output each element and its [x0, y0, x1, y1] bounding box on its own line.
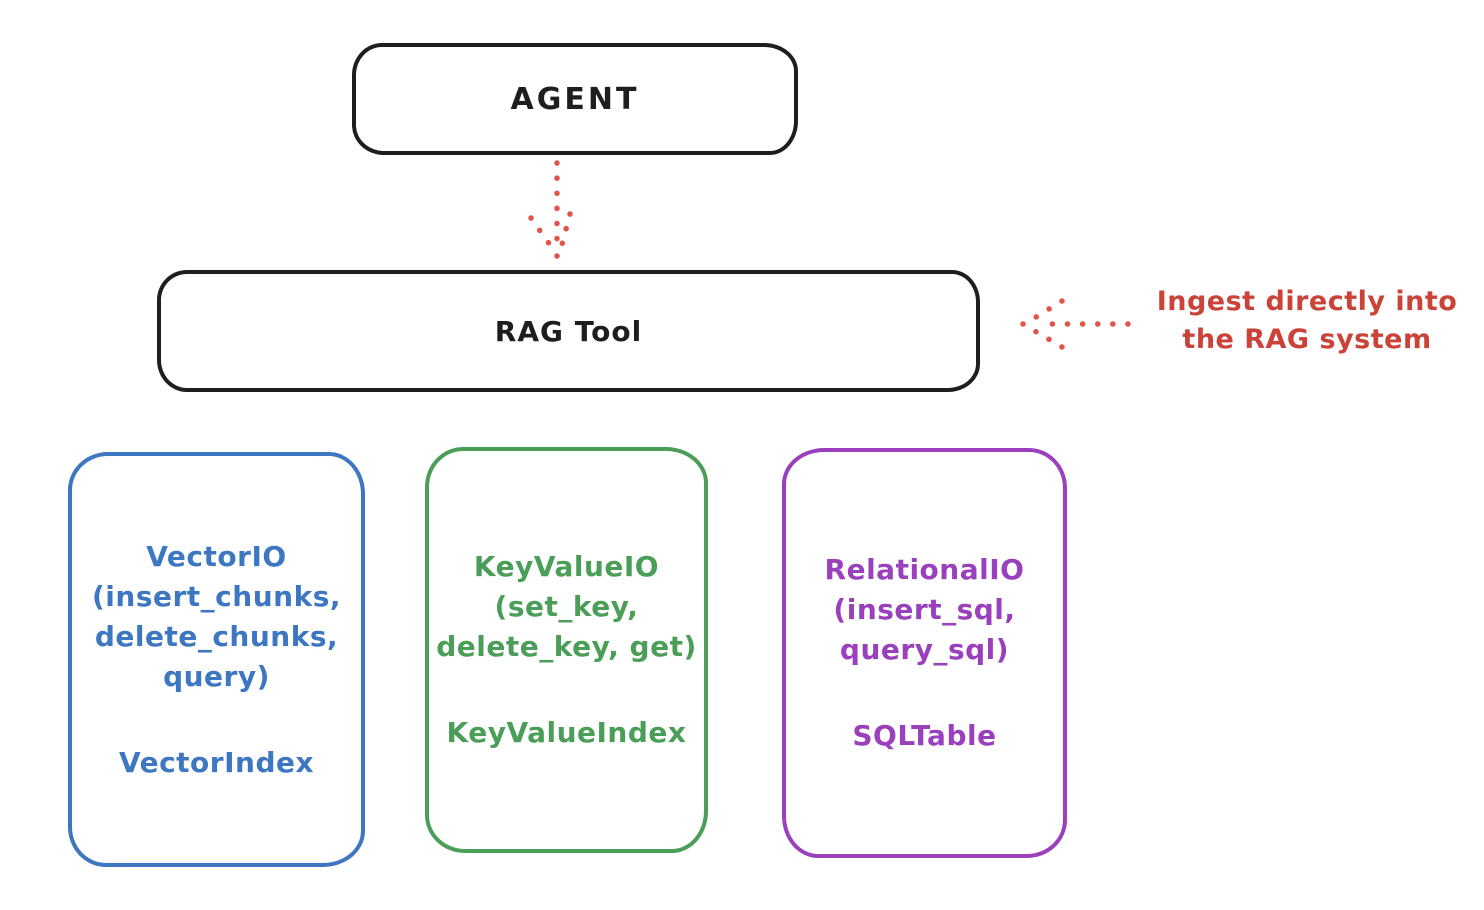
io-line: (set_key,	[494, 590, 639, 623]
sql-table-label: SQLTable	[852, 719, 997, 752]
vector-io-signature: VectorIO (insert_chunks, delete_chunks, …	[92, 537, 341, 697]
keyvalue-io-box: KeyValueIO (set_key, delete_key, get) Ke…	[425, 447, 708, 853]
rag-tool-label: RAG Tool	[494, 314, 643, 348]
vector-io-box: VectorIO (insert_chunks, delete_chunks, …	[68, 452, 365, 867]
keyvalue-index-label: KeyValueIndex	[446, 716, 687, 749]
io-line: query_sql)	[839, 633, 1010, 666]
ingest-annotation-line1: Ingest directly into	[1156, 286, 1458, 317]
agent-label: AGENT	[510, 81, 640, 117]
io-line: delete_key, get)	[436, 630, 697, 663]
io-line: delete_chunks,	[94, 619, 339, 653]
io-line: query)	[163, 659, 270, 693]
keyvalue-io-signature: KeyValueIO (set_key, delete_key, get)	[436, 547, 697, 667]
ingest-annotation: Ingest directly into the RAG system	[1140, 283, 1474, 359]
relational-io-signature: RelationalIO (insert_sql, query_sql)	[825, 550, 1025, 670]
agent-box: AGENT	[352, 43, 798, 155]
io-line: VectorIO	[146, 539, 287, 573]
vector-index-label: VectorIndex	[118, 745, 315, 779]
agent-to-rag-dotted-arrow-icon	[528, 160, 573, 259]
io-line: KeyValueIO	[473, 550, 660, 583]
relational-io-box: RelationalIO (insert_sql, query_sql) SQL…	[782, 448, 1067, 858]
ingest-annotation-line2: the RAG system	[1182, 324, 1432, 355]
rag-tool-box: RAG Tool	[157, 270, 980, 392]
ingest-dotted-arrow-icon	[1020, 298, 1131, 350]
io-line: RelationalIO	[824, 553, 1025, 586]
io-line: (insert_sql,	[833, 593, 1016, 626]
io-line: (insert_chunks,	[92, 579, 341, 613]
